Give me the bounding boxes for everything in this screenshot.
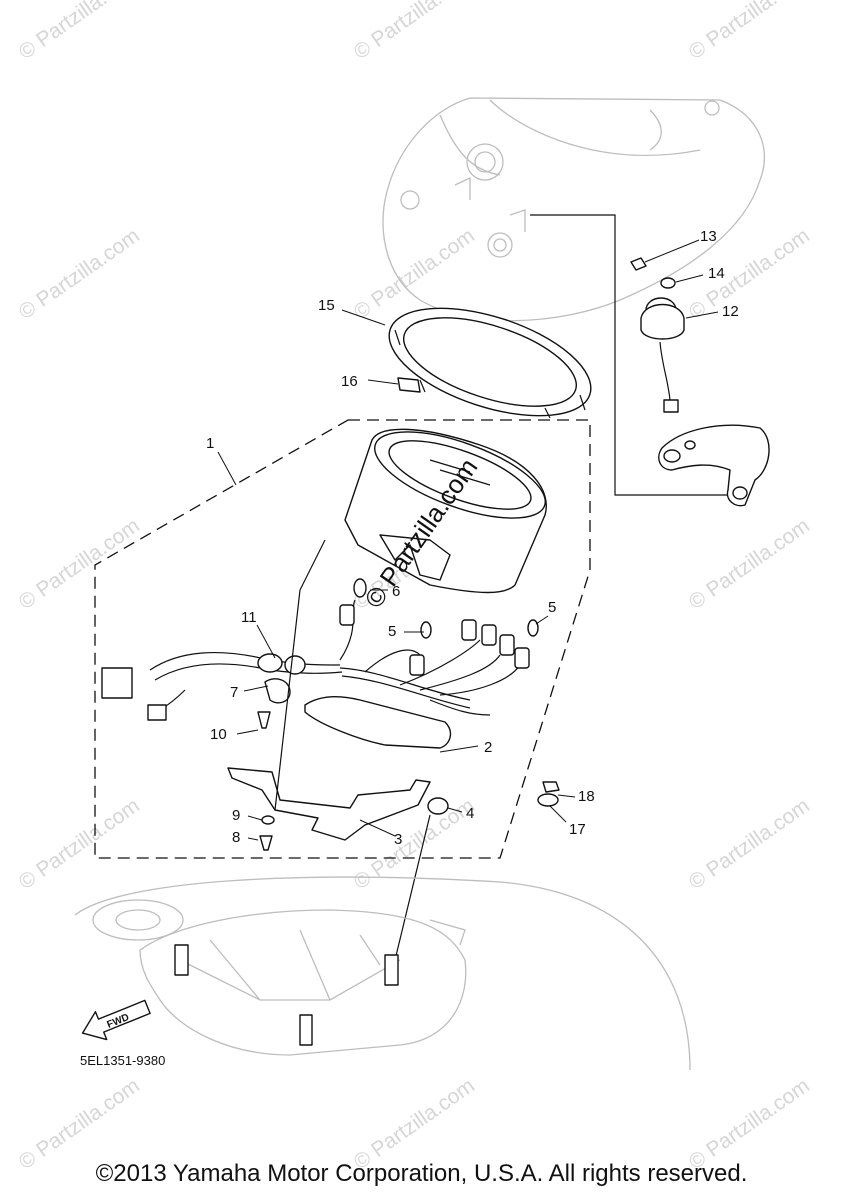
callout-5a: 5	[388, 623, 396, 640]
assembly-axis-2	[394, 814, 431, 961]
callout-1: 1	[206, 435, 214, 452]
watermark-text: © Partzilla.com	[15, 224, 144, 324]
speedometer-body	[344, 428, 547, 594]
callout-12: 12	[722, 303, 739, 320]
bolt	[259, 835, 273, 851]
assembly-axis-3	[299, 539, 326, 591]
meter-stay	[227, 767, 431, 841]
switch-assembly	[630, 257, 685, 413]
assembly-boundary	[94, 419, 591, 859]
callout-6: 6	[392, 583, 400, 600]
handlebar-cover-outline	[382, 97, 766, 322]
callout-7: 7	[230, 684, 238, 701]
callout-8: 8	[232, 829, 240, 846]
callout-labels: 1 2 3 4 5 5 6 7 8 9 10 11 12 13 14 15 16…	[206, 228, 739, 848]
nut	[542, 781, 560, 793]
tank-cover-outline	[74, 876, 691, 1071]
watermark-text: © Partzilla.com	[685, 794, 814, 894]
callout-15: 15	[318, 297, 335, 314]
watermark-text: © Partzilla.com	[15, 514, 144, 614]
copyright-notice: ©2013 Yamaha Motor Corporation, U.S.A. A…	[95, 1160, 748, 1187]
callout-14: 14	[708, 265, 725, 282]
assembly-link-line	[530, 214, 728, 496]
callout-3: 3	[394, 831, 402, 848]
watermark-text: © Partzilla.com	[15, 0, 144, 64]
callout-16: 16	[341, 373, 358, 390]
cover-plate	[304, 696, 452, 749]
callout-9: 9	[232, 807, 240, 824]
bezel-ring	[388, 307, 592, 419]
washer	[261, 815, 275, 825]
bulb-sockets	[339, 578, 539, 676]
callout-17-label: 17	[569, 821, 586, 838]
collar	[537, 793, 559, 807]
callout-18: 18	[578, 788, 595, 805]
watermark-text: © Partzilla.com	[15, 794, 144, 894]
callout-5b: 5	[548, 599, 556, 616]
callout-2: 2	[484, 739, 492, 756]
wiring-harness	[101, 599, 521, 721]
assembly-axis-1	[274, 589, 301, 811]
watermark-grid: © Partzilla.com © Partzilla.com © Partzill…	[15, 0, 814, 1174]
screw	[257, 711, 271, 729]
callout-4: 4	[466, 805, 474, 822]
callout-13: 13	[700, 228, 717, 245]
pad	[397, 377, 421, 393]
watermark-text: © Partzilla.com	[685, 0, 814, 64]
callout-10: 10	[210, 726, 227, 743]
watermark-text: © Partzilla.com	[685, 514, 814, 614]
diagram-code: 5EL1351-9380	[80, 1053, 166, 1068]
grommet	[427, 797, 449, 815]
leader-lines	[217, 239, 719, 841]
mounting-bracket	[658, 424, 770, 507]
watermark-text: © Partzilla.com	[350, 0, 479, 64]
harness-clamp	[264, 678, 291, 704]
forward-arrow: FWD	[81, 999, 151, 1041]
callout-11: 11	[241, 609, 257, 626]
